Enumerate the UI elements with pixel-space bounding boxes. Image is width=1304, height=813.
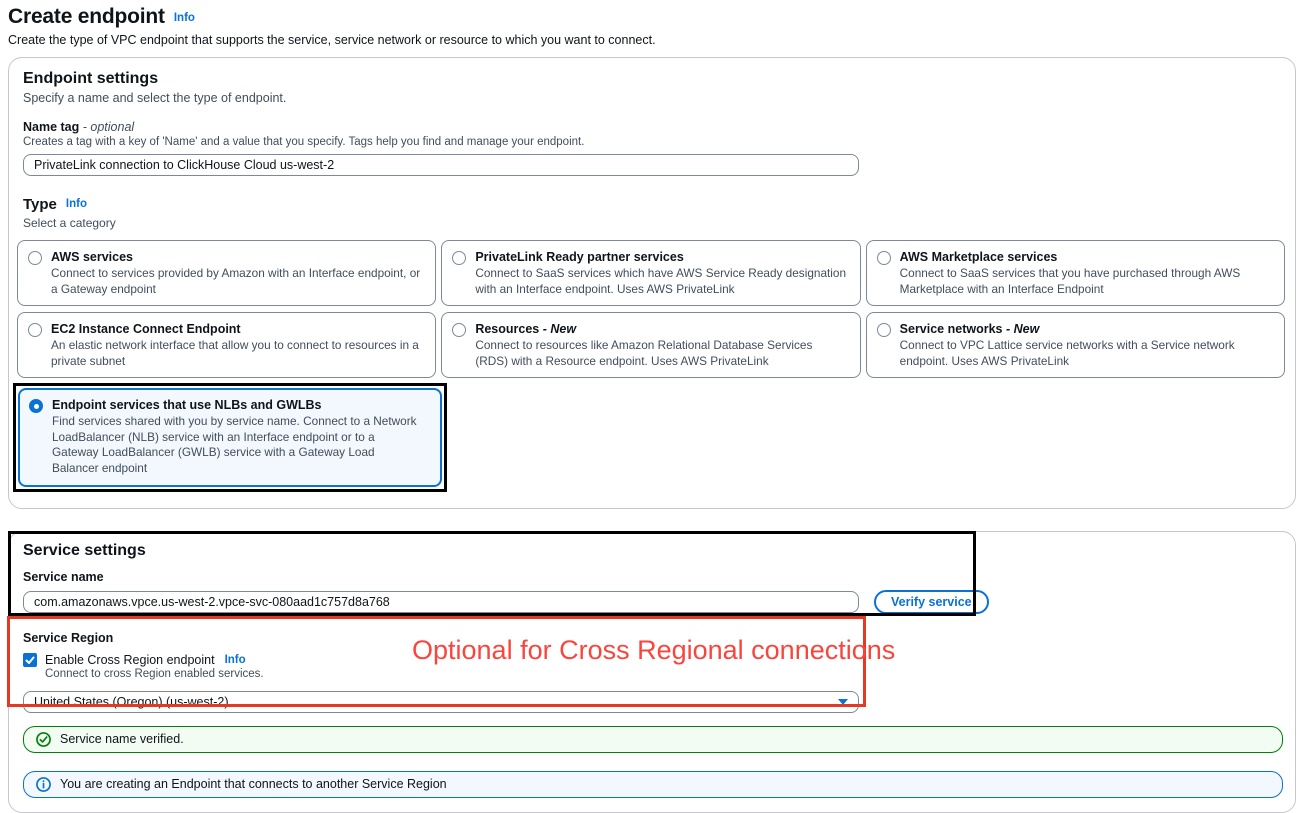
service-settings-heading: Service settings xyxy=(23,541,146,559)
cross-region-checkbox[interactable] xyxy=(23,652,37,667)
endpoint-settings-heading: Endpoint settings xyxy=(23,70,159,87)
tile-title: AWS Marketplace services xyxy=(899,250,1058,264)
cross-region-checkbox-label[interactable]: Enable Cross Region endpoint xyxy=(45,652,215,667)
service-name-label: Service name xyxy=(23,569,104,584)
type-description: Select a category xyxy=(23,216,116,230)
new-badge: - New xyxy=(542,322,577,337)
name-tag-optional: - optional xyxy=(82,120,135,134)
region-select[interactable]: United States (Oregon) (us-west-2) xyxy=(23,690,859,713)
tile-description: Connect to VPC Lattice service networks … xyxy=(899,338,1235,368)
tile-description: Connect to services provided by Amazon w… xyxy=(51,266,421,296)
page-title: Create endpoint xyxy=(8,5,165,28)
radio-icon[interactable] xyxy=(876,251,891,265)
info-banner-text: You are creating an Endpoint that connec… xyxy=(60,777,447,791)
name-tag-label: Name tag xyxy=(23,120,80,134)
radio-icon[interactable] xyxy=(28,323,42,338)
radio-icon[interactable] xyxy=(452,251,467,265)
tile-description: Connect to SaaS services that you have p… xyxy=(899,266,1241,296)
tile-title: EC2 Instance Connect Endpoint xyxy=(51,322,241,337)
chevron-down-icon xyxy=(838,698,848,705)
type-option-ec2-instance-connect-endpoint[interactable]: EC2 Instance Connect Endpoint An elastic… xyxy=(17,312,437,379)
cross-region-info-link[interactable]: Info xyxy=(224,653,246,666)
cross-region-checkbox-help: Connect to cross Region enabled services… xyxy=(45,667,264,680)
annotation-highlight-selected-type: Endpoint services that use NLBs and GWLB… xyxy=(13,383,447,492)
type-option-endpoint-services-nlb-gwlb[interactable]: Endpoint services that use NLBs and GWLB… xyxy=(18,388,442,487)
region-select-value: United States (Oregon) (us-west-2) xyxy=(34,694,229,709)
tile-title: Service networks - New xyxy=(899,322,1040,337)
new-badge: - New xyxy=(1005,322,1040,337)
verify-service-button[interactable]: Verify service xyxy=(874,589,989,614)
tile-description: Find services shared with you by service… xyxy=(52,414,417,475)
radio-icon[interactable] xyxy=(876,323,891,338)
info-circle-icon xyxy=(36,776,51,792)
tile-description: Connect to resources like Amazon Relatio… xyxy=(475,338,813,368)
success-banner: Service name verified. xyxy=(23,725,1283,753)
name-tag-input[interactable] xyxy=(23,154,859,176)
endpoint-settings-description: Specify a name and select the type of en… xyxy=(23,91,287,105)
checkmark-icon xyxy=(25,656,35,664)
endpoint-settings-card: Endpoint settings Specify a name and sel… xyxy=(8,57,1296,509)
type-option-resources[interactable]: Resources - New Connect to resources lik… xyxy=(441,312,861,379)
tile-title: Endpoint services that use NLBs and GWLB… xyxy=(52,398,322,413)
service-region-label: Service Region xyxy=(23,630,114,645)
type-info-link[interactable]: Info xyxy=(65,198,87,210)
radio-checked-icon[interactable] xyxy=(29,399,43,414)
type-option-aws-services[interactable]: AWS services Connect to services provide… xyxy=(17,240,437,307)
radio-icon[interactable] xyxy=(28,251,42,265)
service-name-input[interactable] xyxy=(23,590,859,613)
success-banner-text: Service name verified. xyxy=(60,732,184,746)
tile-description: Connect to SaaS services which have AWS … xyxy=(475,266,847,296)
type-options-grid: AWS services Connect to services provide… xyxy=(17,240,1285,379)
radio-icon[interactable] xyxy=(452,323,467,338)
tile-description: An elastic network interface that allow … xyxy=(51,338,419,368)
info-banner: You are creating an Endpoint that connec… xyxy=(23,770,1283,798)
type-heading: Type xyxy=(23,196,57,213)
type-option-privatelink-ready-partner-services[interactable]: PrivateLink Ready partner services Conne… xyxy=(441,240,861,307)
tile-title: PrivateLink Ready partner services xyxy=(475,250,684,264)
type-option-aws-marketplace-services[interactable]: AWS Marketplace services Connect to SaaS… xyxy=(865,240,1285,307)
tile-title: Resources - New xyxy=(475,322,577,337)
page-header: Create endpoint Info Create the type of V… xyxy=(8,5,1296,47)
name-tag-help: Creates a tag with a key of 'Name' and a… xyxy=(23,136,585,148)
tile-title: AWS services xyxy=(51,250,133,264)
service-settings-card: Service settings Service name Verify ser… xyxy=(7,530,1296,813)
success-check-icon xyxy=(36,731,51,747)
page-title-info-link[interactable]: Info xyxy=(173,12,195,24)
type-option-service-networks[interactable]: Service networks - New Connect to VPC La… xyxy=(865,312,1285,379)
page-subtitle: Create the type of VPC endpoint that sup… xyxy=(8,33,656,47)
